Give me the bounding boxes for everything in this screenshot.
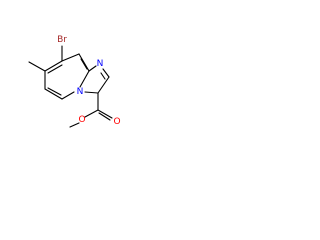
bond-c8-link bbox=[61, 53, 80, 62]
bond-c8-c8a bbox=[78, 53, 90, 72]
bond-c5-c6 bbox=[44, 88, 63, 100]
bond-c3-n4 bbox=[84, 91, 99, 94]
bond-n1-c2-inner bbox=[100, 72, 106, 80]
atom-label-nitrogen-bridgehead: N bbox=[77, 87, 84, 97]
bond-c5-c6-inner bbox=[47, 87, 62, 96]
bond-c8-c8a-inner bbox=[80, 58, 88, 70]
bond-c8a-n4 bbox=[79, 70, 90, 88]
bond-c7-methyl bbox=[28, 61, 46, 72]
atom-label-oxygen-ester: O bbox=[78, 115, 85, 125]
bond-n1-c2 bbox=[102, 68, 110, 78]
bond-carbonyl-o bbox=[97, 109, 113, 119]
atom-labels: Br N N O O bbox=[57, 35, 120, 127]
bond-c8a-n1 bbox=[88, 65, 97, 72]
bond-oester-methyl bbox=[69, 122, 80, 128]
bond-lines bbox=[28, 45, 113, 128]
bond-c7-c8 bbox=[44, 60, 63, 72]
atom-label-nitrogen-imidazole: N bbox=[97, 59, 104, 69]
atom-label-oxygen-carbonyl: O bbox=[113, 117, 120, 127]
bond-c2-c3 bbox=[97, 76, 110, 94]
atom-label-bromine: Br bbox=[57, 35, 67, 45]
bond-carbonyl-oester bbox=[84, 109, 99, 118]
bond-carbonyl-o-double bbox=[98, 112, 111, 121]
bond-c7-c8-inner bbox=[47, 64, 63, 74]
chemical-structure-diagram: Br N N O O bbox=[28, 35, 121, 128]
bond-n4-c5 bbox=[61, 91, 75, 100]
